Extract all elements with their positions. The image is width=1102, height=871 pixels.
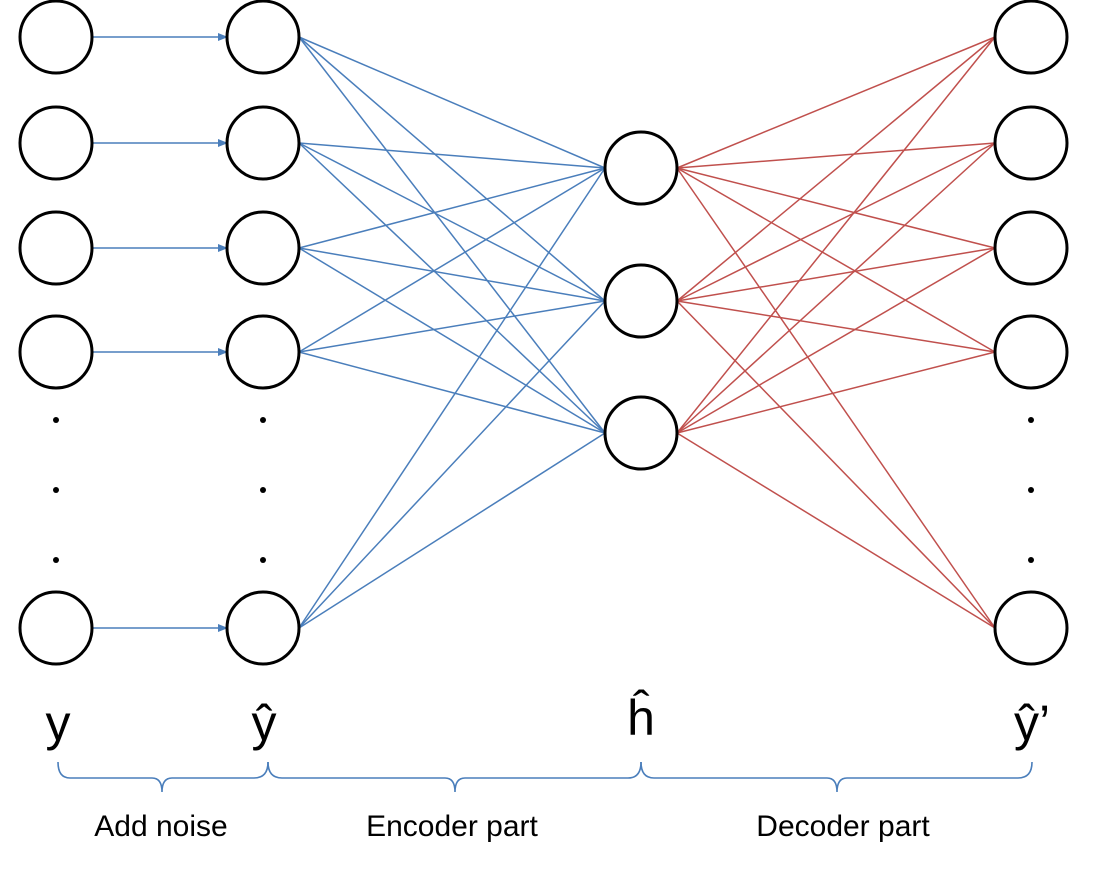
decoder-edge xyxy=(676,247,996,434)
noisy-layer-label: ŷ xyxy=(252,695,277,751)
noisy-node xyxy=(225,314,301,390)
noisy-ellipsis-dot xyxy=(260,487,266,493)
output-ellipsis-dot xyxy=(1028,417,1034,423)
input-node xyxy=(18,105,94,181)
encoder-edge xyxy=(298,167,606,629)
encoder-edge xyxy=(298,167,606,249)
encoder-edge xyxy=(298,36,606,169)
decoder-edge xyxy=(676,142,996,302)
decoder-edge xyxy=(676,247,996,302)
add-noise-label: Add noise xyxy=(94,810,227,843)
encoder-edge xyxy=(298,142,606,434)
encoder-edge xyxy=(298,142,606,302)
encoder-edge xyxy=(298,36,606,302)
encoder-edge xyxy=(298,300,606,629)
ellipsis-group xyxy=(53,417,1034,563)
input-ellipsis-dot xyxy=(53,557,59,563)
decoder-brace xyxy=(640,761,1033,793)
noisy-node xyxy=(225,0,301,75)
add-noise-brace xyxy=(57,761,269,793)
noisy-node xyxy=(225,210,301,286)
decoder-part-label: Decoder part xyxy=(756,810,930,843)
decoder-edge xyxy=(676,351,996,434)
encoder-edge xyxy=(298,36,606,434)
hidden-node xyxy=(603,263,679,339)
encoder-brace xyxy=(267,761,642,793)
input-node xyxy=(18,0,94,75)
output-node xyxy=(993,105,1069,181)
encoder-edge xyxy=(298,432,606,629)
decoder-edge xyxy=(676,36,996,302)
hidden-node xyxy=(603,395,679,471)
decoder-edge xyxy=(676,167,996,353)
input-node xyxy=(18,590,94,666)
decoder-edge xyxy=(676,36,996,169)
decoder-edge xyxy=(676,36,996,434)
noisy-node xyxy=(225,590,301,666)
decoder-edge xyxy=(676,142,996,169)
decoder-edge xyxy=(676,300,996,353)
output-node xyxy=(993,314,1069,390)
decoder-edge xyxy=(676,432,996,629)
output-node xyxy=(993,0,1069,75)
output-ellipsis-dot xyxy=(1028,487,1034,493)
hidden-node xyxy=(603,130,679,206)
noisy-ellipsis-dot xyxy=(260,417,266,423)
decoder-edge xyxy=(676,142,996,434)
output-node xyxy=(993,210,1069,286)
nodes-group xyxy=(18,0,1069,666)
encoder-edge xyxy=(298,247,606,434)
input-node xyxy=(18,314,94,390)
input-ellipsis-dot xyxy=(53,417,59,423)
encoder-edge xyxy=(298,300,606,353)
hidden-layer-label: ĥ xyxy=(627,689,655,746)
encoder-edge xyxy=(298,142,606,169)
output-layer-label: ŷ’ xyxy=(1014,695,1050,751)
encoder-edge xyxy=(298,351,606,434)
decoder-edge xyxy=(676,300,996,629)
encoder-part-label: Encoder part xyxy=(366,810,538,843)
decoder-edge xyxy=(676,167,996,249)
encoder-edge xyxy=(298,167,606,353)
noisy-node xyxy=(225,105,301,181)
noisy-ellipsis-dot xyxy=(260,557,266,563)
encoder-edge xyxy=(298,247,606,302)
decoder-edge xyxy=(676,167,996,629)
edges-group xyxy=(92,33,996,632)
input-node xyxy=(18,210,94,286)
output-node xyxy=(993,590,1069,666)
input-ellipsis-dot xyxy=(53,487,59,493)
output-ellipsis-dot xyxy=(1028,557,1034,563)
input-layer-label: y xyxy=(46,695,71,751)
